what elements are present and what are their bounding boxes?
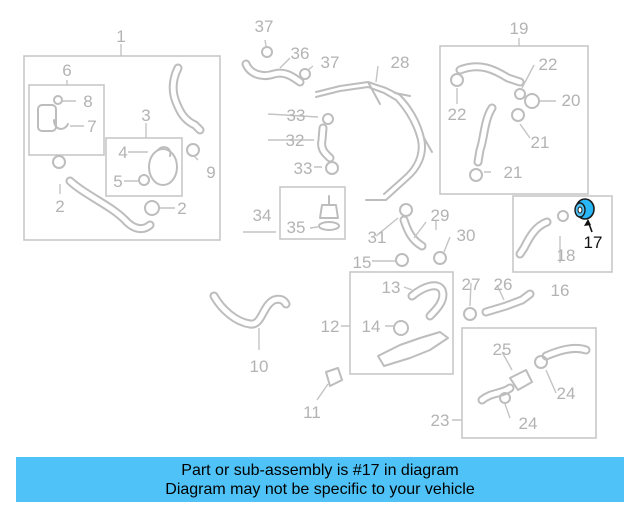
group-box-12 xyxy=(349,271,454,375)
callout-24: 24 xyxy=(557,384,576,403)
highlighted-part-17[interactable] xyxy=(574,198,595,220)
callout-27: 27 xyxy=(462,275,481,294)
callout-35: 35 xyxy=(287,218,306,237)
clamp-part-15 xyxy=(395,253,409,267)
callout-17[interactable]: 17 xyxy=(584,233,603,252)
clamp-part-33-lower xyxy=(325,161,339,175)
part-8-ring xyxy=(53,95,63,105)
callout-1: 1 xyxy=(116,27,125,46)
clamp-part-31 xyxy=(399,203,413,217)
callout-4: 4 xyxy=(118,143,127,162)
callout-5: 5 xyxy=(113,172,122,191)
clamp-part-22-right xyxy=(514,88,526,100)
clamp-part-37-left xyxy=(261,46,273,58)
part-25-connector xyxy=(509,369,533,391)
banner-line-disclaimer: Diagram may not be specific to your vehi… xyxy=(165,481,475,498)
clamp-part-27 xyxy=(463,307,477,321)
group-box-1 xyxy=(23,55,221,241)
clamp-part-21-lower xyxy=(469,168,483,182)
callout-36: 36 xyxy=(291,44,310,63)
group-box-3 xyxy=(105,137,183,197)
callout-37: 37 xyxy=(255,17,274,36)
callout-33: 33 xyxy=(294,159,313,178)
group-box-23 xyxy=(461,327,597,439)
part-11-fitting xyxy=(325,367,343,387)
callout-37: 37 xyxy=(321,53,340,72)
callout-28: 28 xyxy=(391,53,410,72)
callout-34: 34 xyxy=(253,206,272,225)
callout-26: 26 xyxy=(494,275,513,294)
callout-31: 31 xyxy=(368,228,387,247)
callout-7: 7 xyxy=(87,117,96,136)
info-banner: Part or sub-assembly is #17 in diagram D… xyxy=(16,457,624,502)
group-box-16 xyxy=(512,195,613,273)
clamp-part-24-lower xyxy=(499,392,511,404)
clamp-part-2-lower xyxy=(144,200,160,216)
group-box-34 xyxy=(279,186,346,240)
clamp-part-20 xyxy=(524,93,540,109)
callout-10: 10 xyxy=(250,357,269,376)
callout-21: 21 xyxy=(504,163,523,182)
callout-14: 14 xyxy=(362,317,381,336)
part-5-ring xyxy=(138,174,150,186)
part-4-clip xyxy=(157,146,172,157)
clamp-part-2-upper xyxy=(52,155,66,169)
callout-22: 22 xyxy=(539,55,558,74)
pipe-part-12 xyxy=(377,331,449,367)
callout-3: 3 xyxy=(141,106,150,125)
callout-20: 20 xyxy=(562,91,581,110)
clamp-part-14 xyxy=(393,320,409,336)
group-box-19 xyxy=(439,45,589,195)
callout-12: 12 xyxy=(321,317,340,336)
callout-9: 9 xyxy=(206,163,215,182)
callout-21: 21 xyxy=(531,133,550,152)
part-6-housing xyxy=(37,104,57,132)
clamp-part-18 xyxy=(557,210,569,222)
clamp-part-37-right xyxy=(299,68,311,80)
callout-32: 32 xyxy=(286,131,305,150)
callout-16: 16 xyxy=(551,281,570,300)
callout-24: 24 xyxy=(519,414,538,433)
callout-11: 11 xyxy=(303,403,321,422)
callout-15: 15 xyxy=(353,253,372,272)
part-35-ring xyxy=(318,221,340,231)
callout-19: 19 xyxy=(510,19,529,38)
clamp-part-22-left xyxy=(450,73,464,87)
callout-8: 8 xyxy=(83,92,92,111)
callout-25: 25 xyxy=(493,340,512,359)
part-34-fitting xyxy=(319,195,339,219)
part-7-clip xyxy=(53,119,69,130)
banner-line-part-info: Part or sub-assembly is #17 in diagram xyxy=(181,462,459,479)
callout-2: 2 xyxy=(177,199,186,218)
clamp-part-21-upper xyxy=(511,108,525,122)
callout-13: 13 xyxy=(382,278,401,297)
callout-18: 18 xyxy=(557,246,576,265)
clamp-part-30 xyxy=(433,251,447,265)
callout-22: 22 xyxy=(448,105,467,124)
clamp-part-24-upper xyxy=(534,355,548,369)
callout-23: 23 xyxy=(431,411,450,430)
part-9-clamp xyxy=(186,143,200,157)
callout-33: 33 xyxy=(287,106,306,125)
pipe-part-28 xyxy=(315,81,426,201)
callout-30: 30 xyxy=(457,226,476,245)
callout-2: 2 xyxy=(55,197,64,216)
callout-6: 6 xyxy=(62,61,71,80)
callout-29: 29 xyxy=(431,206,450,225)
part-4-housing xyxy=(148,148,178,186)
clamp-part-33-upper xyxy=(322,113,334,125)
